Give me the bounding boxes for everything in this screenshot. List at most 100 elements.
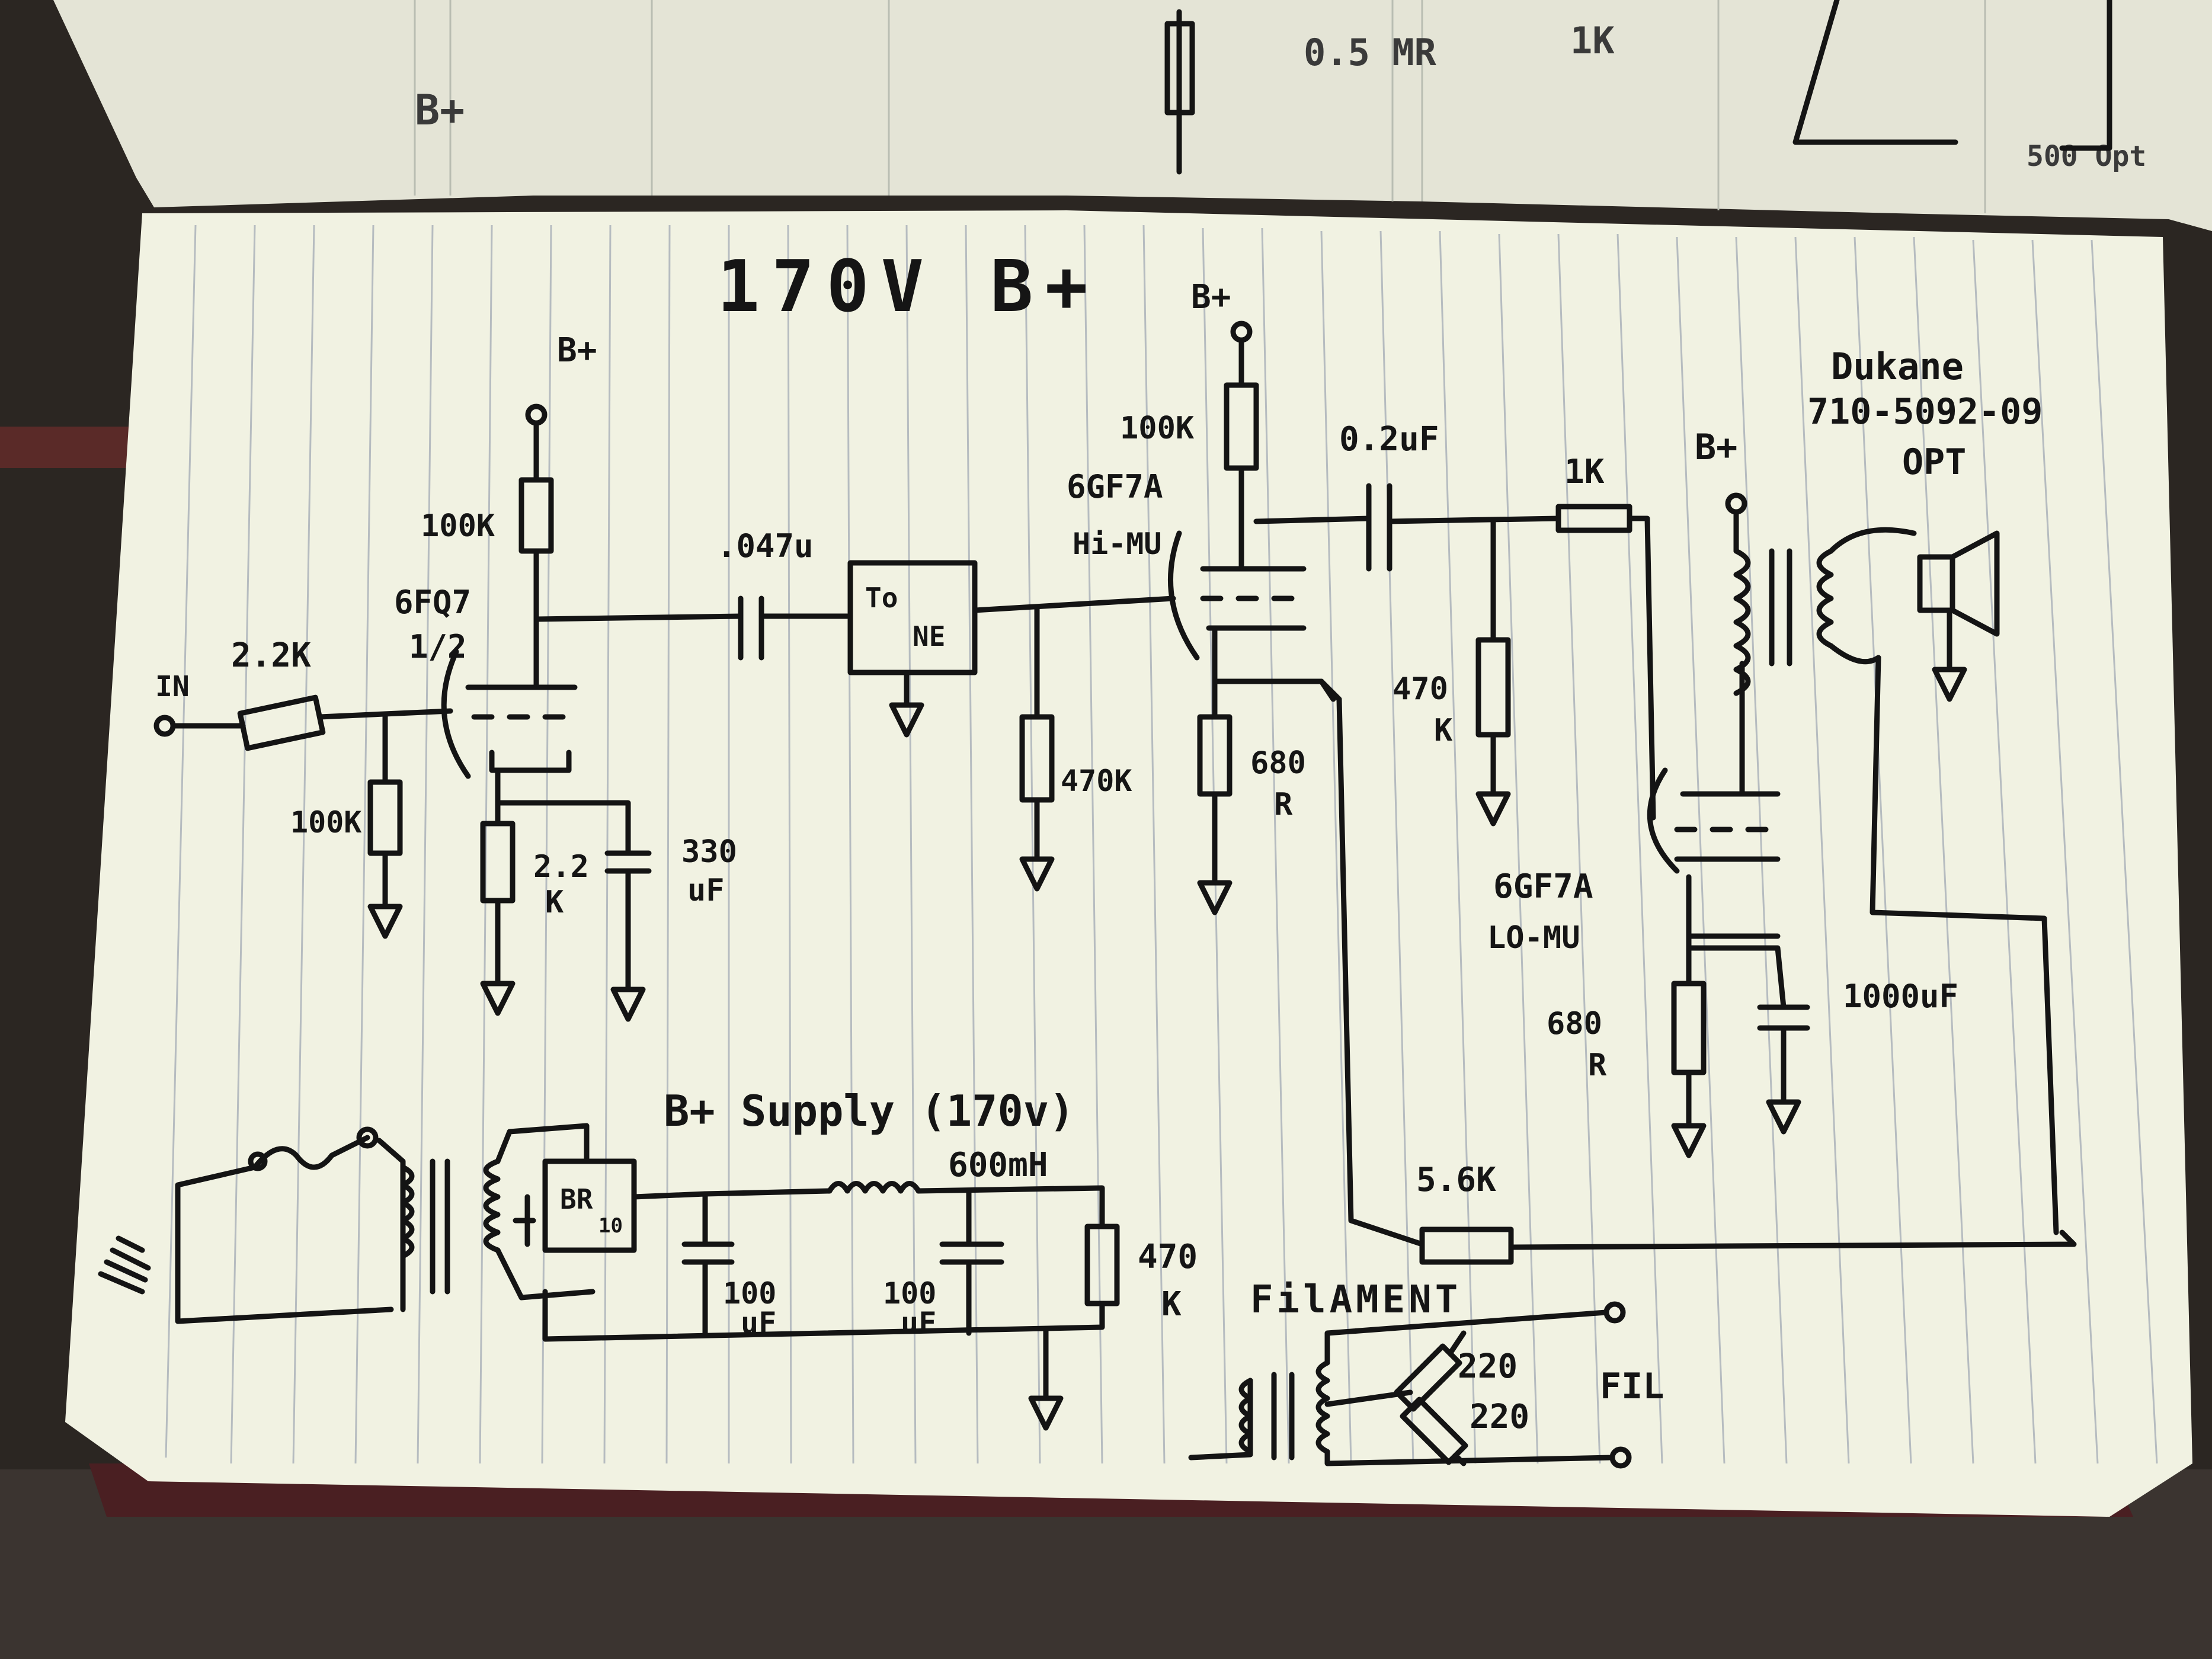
power-supply: B+ Supply (170v) BR 10 600mH 100 uF 100 …	[98, 1086, 1198, 1431]
ground-icon	[610, 987, 646, 1022]
ground-icon	[1028, 1395, 1064, 1431]
label-r-bleed-b: K	[1161, 1285, 1182, 1324]
prev-page-label-2: 0.5 MR	[1304, 31, 1437, 74]
prev-page-label-3: 1K	[1570, 19, 1615, 62]
tube3-envelope	[1647, 767, 1680, 874]
label-r-grid3-b: K	[1434, 713, 1453, 748]
capacitor-047u	[738, 595, 764, 661]
label-filament: FilAMENT	[1250, 1278, 1461, 1322]
power-transformer-secondary-icon	[483, 1158, 501, 1253]
label-tube3-mu: LO-MU	[1487, 920, 1580, 956]
opt-secondary-coil-icon	[1816, 548, 1834, 649]
capacitor-100uf-1	[681, 1241, 735, 1265]
resistor-220-fil-2	[1400, 1397, 1468, 1465]
ground-icon	[1475, 791, 1511, 827]
tone-control-box	[847, 560, 978, 675]
prev-page-label-4: 500 Opt	[2027, 140, 2146, 173]
label-c-couple2: 0.2uF	[1339, 420, 1439, 459]
filament-terminal-1-icon	[1603, 1301, 1626, 1324]
label-r-plate1: 100K	[421, 508, 495, 544]
label-r-cath1-a: 2.2	[533, 849, 589, 885]
label-c-filt2-b: uF	[901, 1306, 936, 1340]
label-tube1: 6FQ7	[394, 584, 471, 621]
ground-icon	[1766, 1099, 1801, 1135]
label-r-cath1-b: K	[545, 885, 564, 920]
label-r-grid3-a: 470	[1392, 671, 1448, 707]
transformer-core	[1769, 548, 1792, 667]
label-tone-b: NE	[913, 620, 945, 652]
prev-page-label-1: B+	[415, 86, 465, 134]
label-r-grid2: 470K	[1061, 764, 1132, 798]
label-choke: 600mH	[948, 1146, 1048, 1184]
label-r-cath2-a: 680	[1250, 745, 1306, 781]
ground-icon	[1932, 667, 1967, 702]
label-r-cath2-b: R	[1274, 787, 1293, 822]
label-tube2-mu: Hi-MU	[1073, 527, 1162, 561]
schematic-title: 170V B+	[717, 246, 1100, 328]
label-r-stop: 1K	[1564, 453, 1605, 491]
filament-terminal-2-icon	[1609, 1446, 1632, 1469]
ground-icon	[1671, 1123, 1707, 1158]
label-supply-title: B+ Supply (170v)	[664, 1086, 1075, 1136]
label-c-cath1-a: 330	[681, 834, 737, 870]
filament-supply: FilAMENT 220 220 FIL	[1188, 1278, 1664, 1469]
label-r-plate2: 100K	[1120, 411, 1195, 446]
stage-2: B+ 100K 6GF7A Hi-MU 680 R 0.2uF 470 K 1K	[1067, 278, 1656, 915]
filament-transformer-secondary-icon	[1315, 1360, 1330, 1455]
label-r-bleed-a: 470	[1138, 1238, 1198, 1276]
bridge-rectifier	[542, 1158, 637, 1253]
fuse-icon	[248, 1151, 268, 1171]
label-c-couple1: .047u	[717, 527, 814, 565]
label-rect-b: 10	[598, 1214, 623, 1238]
tube2-envelope	[1167, 530, 1200, 661]
capacitor-100uf-2	[939, 1241, 1004, 1265]
notebook-page	[65, 210, 2192, 1517]
ground-icon	[1197, 880, 1233, 915]
label-tube2: 6GF7A	[1067, 468, 1163, 505]
ground-icon	[889, 702, 924, 738]
label-bplus1: B+	[557, 331, 597, 370]
feedback-network: 5.6K	[1318, 678, 2077, 1265]
label-c-filt2-a: 100	[883, 1276, 936, 1311]
previous-page: B+ 0.5 MR 1K 500 Opt	[53, 0, 2212, 231]
output-stage: Dukane 710-5092-09 OPT B+ 6GF7A LO-MU 68…	[1487, 345, 2059, 1235]
label-opt-part: 710-5092-09	[1807, 391, 2043, 433]
resistor-220-fil-1	[1394, 1343, 1462, 1412]
power-transformer-core	[430, 1158, 450, 1295]
power-transformer-primary-icon	[400, 1164, 415, 1259]
ground-icon	[480, 981, 516, 1016]
power-plug-icon	[98, 1235, 151, 1295]
label-bplus3: B+	[1695, 427, 1737, 468]
label-c-filt1-a: 100	[723, 1276, 776, 1311]
input-label: IN	[155, 670, 190, 703]
stage-1: IN 2.2K 100K 6FQ7 1/2 B+ 100K 2.2 K 330 …	[153, 331, 744, 1022]
opt-primary-coil-icon	[1733, 548, 1751, 696]
label-rect-a: BR	[560, 1183, 593, 1215]
label-r-cath3-a: 680	[1547, 1006, 1602, 1042]
label-r-cath3-b: R	[1588, 1048, 1607, 1083]
label-tube3: 6GF7A	[1493, 867, 1593, 906]
ground-icon	[1019, 856, 1055, 892]
label-c-cath1-b: uF	[687, 873, 725, 908]
label-tube1-half: 1/2	[409, 628, 467, 665]
speaker-icon	[1949, 530, 2000, 637]
filament-transformer-core	[1271, 1372, 1295, 1461]
speaker-magnet	[1917, 554, 1955, 613]
tone-section: .047u To NE 470K	[717, 527, 1176, 892]
label-r-in: 2.2K	[231, 636, 311, 675]
ground-icon	[367, 904, 403, 939]
switch-icon	[356, 1126, 379, 1149]
label-opt: OPT	[1902, 441, 1966, 483]
ruled-lines	[165, 225, 2158, 1464]
label-r-fb: 5.6K	[1416, 1161, 1496, 1199]
label-opt-brand: Dukane	[1831, 345, 1964, 388]
tube1-envelope	[441, 649, 471, 779]
ribbon-bookmark	[0, 427, 130, 468]
label-r-fil1: 220	[1458, 1347, 1518, 1386]
filament-transformer-primary-icon	[1238, 1378, 1253, 1455]
label-fil: FIL	[1600, 1366, 1664, 1407]
label-r-grid1: 100K	[290, 805, 361, 840]
label-c-cath3: 1000uF	[1843, 978, 1958, 1015]
label-tone-a: To	[865, 582, 898, 614]
